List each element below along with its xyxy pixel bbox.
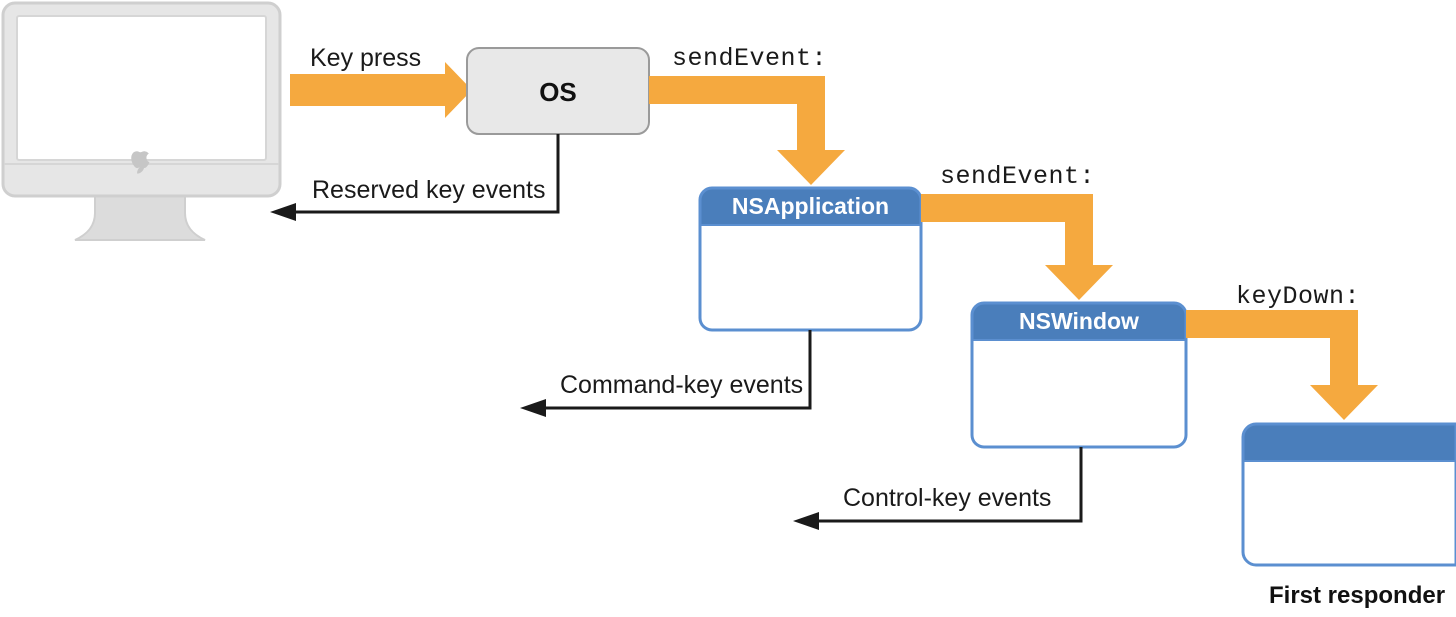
nsapplication-node-title: NSApplication	[731, 193, 890, 219]
label-control-key-events: Control-key events	[843, 484, 1052, 512]
black-arrow-control-key-events	[793, 447, 1083, 530]
orange-arrow-window-sendevent	[921, 194, 1113, 300]
label-reserved-key-events: Reserved key events	[312, 176, 546, 204]
label-window-sendevent: sendEvent:	[940, 162, 1096, 191]
orange-arrow-key-press	[290, 62, 472, 118]
black-arrow-command-key-events	[520, 330, 812, 417]
orange-arrow-keydown	[1186, 310, 1378, 420]
imac-display-icon	[1, 1, 282, 241]
firstresponder-node	[1241, 422, 1456, 567]
label-keydown: keyDown:	[1236, 282, 1361, 311]
label-command-key-events: Command-key events	[560, 371, 804, 399]
nswindow-node	[970, 301, 1188, 449]
label-key-press: Key press	[310, 44, 422, 72]
nswindow-node-title: NSWindow	[1019, 308, 1139, 334]
orange-arrow-app-sendevent	[649, 76, 845, 185]
black-arrow-reserved-key-events	[270, 134, 560, 221]
os-node-title: OS	[539, 77, 577, 107]
label-app-sendevent: sendEvent:	[672, 44, 828, 73]
firstresponder-caption: First responder	[1269, 582, 1446, 609]
apple-logo-icon	[131, 151, 150, 174]
